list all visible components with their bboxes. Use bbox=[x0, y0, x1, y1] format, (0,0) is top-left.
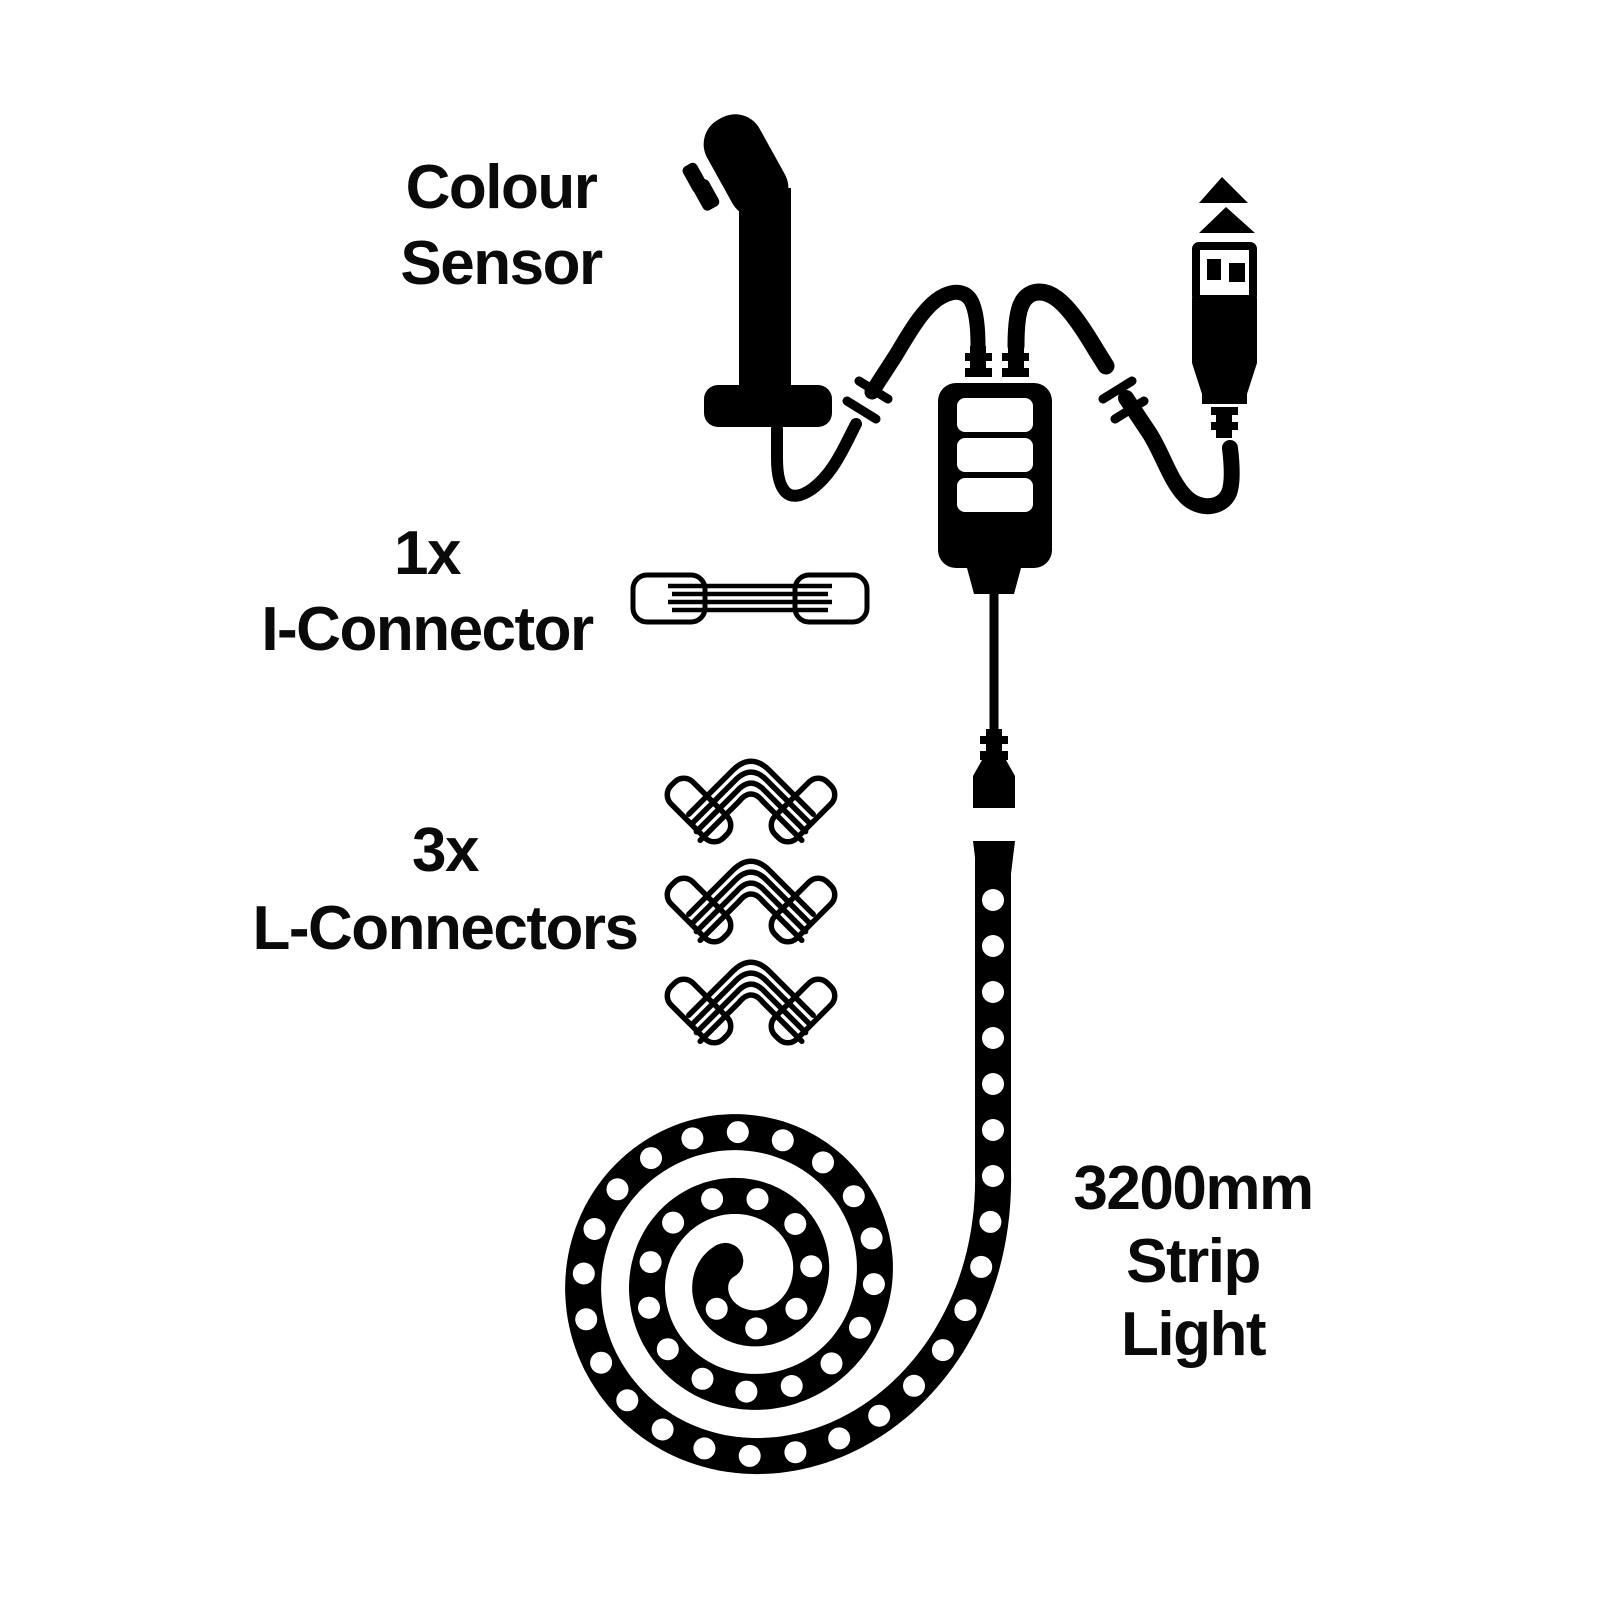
controller-buttons bbox=[957, 398, 1033, 512]
led-dot bbox=[812, 1151, 834, 1174]
led-dot bbox=[583, 1218, 606, 1240]
led-dot bbox=[745, 1317, 768, 1340]
sensor-cable bbox=[771, 284, 986, 502]
led-dot bbox=[784, 1213, 807, 1235]
led-dot bbox=[970, 1255, 993, 1278]
led-dot bbox=[590, 1351, 613, 1374]
strip-end-cap bbox=[973, 841, 1015, 882]
l-connectors-label: 3x L-Connectors bbox=[252, 816, 640, 963]
usb-arrow-icon bbox=[1199, 177, 1248, 203]
led-dot bbox=[982, 1119, 1004, 1141]
led-dot bbox=[982, 1027, 1004, 1049]
l-connector-icon bbox=[662, 962, 840, 1048]
colour-sensor-label: Colour Sensor bbox=[400, 153, 603, 298]
led-dot bbox=[842, 1185, 865, 1208]
led-dot bbox=[701, 1188, 724, 1211]
usb-cable bbox=[1007, 283, 1240, 515]
colour-sensor-icon bbox=[682, 114, 832, 427]
led-dot bbox=[705, 1297, 728, 1320]
led-dot bbox=[616, 1389, 639, 1412]
led-dot bbox=[982, 935, 1004, 957]
led-dot bbox=[735, 1380, 758, 1403]
led-dot bbox=[575, 1308, 598, 1331]
usb-body bbox=[1192, 298, 1257, 404]
l-connector-icon bbox=[662, 761, 840, 847]
strip-plug bbox=[973, 729, 1015, 808]
led-dot bbox=[681, 1127, 704, 1150]
led-dot bbox=[979, 1210, 1002, 1233]
controller-icon bbox=[938, 346, 1052, 731]
strip-light-label: 3200mm Strip Light bbox=[1073, 1154, 1314, 1369]
controller-strain-relief bbox=[965, 346, 1029, 377]
l-connector-icon bbox=[662, 861, 840, 947]
led-dot bbox=[785, 1297, 808, 1320]
led-dot bbox=[640, 1147, 662, 1170]
led-dot bbox=[860, 1227, 883, 1250]
led-dot bbox=[931, 1339, 954, 1362]
strip-light-spiral-icon bbox=[565, 729, 1015, 1475]
led-dot bbox=[982, 889, 1004, 911]
cable-break-icon bbox=[842, 376, 893, 424]
led-dot bbox=[651, 1418, 674, 1441]
led-dot bbox=[572, 1262, 595, 1285]
led-dot bbox=[726, 1121, 749, 1144]
led-dot bbox=[693, 1437, 716, 1460]
usb-strain-relief bbox=[1211, 407, 1238, 438]
led-dot bbox=[862, 1273, 885, 1296]
strip-led-dots bbox=[572, 889, 1004, 1467]
led-dot bbox=[903, 1374, 925, 1397]
led-dot bbox=[982, 1073, 1004, 1095]
led-dot bbox=[638, 1296, 660, 1319]
usb-arrow-icon bbox=[1199, 207, 1255, 233]
led-dot bbox=[784, 1441, 807, 1464]
i-connector-label: 1x I-Connector bbox=[261, 519, 594, 664]
cable-break-icon bbox=[1098, 376, 1149, 424]
led-dot bbox=[954, 1299, 977, 1322]
led-dot bbox=[780, 1375, 803, 1397]
led-dot bbox=[982, 981, 1004, 1003]
led-dot bbox=[771, 1129, 794, 1152]
led-dot bbox=[828, 1427, 851, 1450]
led-dot bbox=[606, 1178, 629, 1201]
led-dot bbox=[656, 1338, 679, 1361]
led-dot bbox=[746, 1188, 769, 1211]
led-dot bbox=[868, 1404, 891, 1427]
i-connector-icon bbox=[630, 572, 870, 625]
controller-output-tab bbox=[967, 568, 1021, 594]
led-dot bbox=[691, 1367, 714, 1390]
led-dot bbox=[800, 1255, 823, 1278]
led-dot bbox=[738, 1444, 761, 1467]
led-dot bbox=[820, 1352, 843, 1375]
led-dot bbox=[849, 1316, 871, 1339]
led-dot bbox=[639, 1251, 662, 1274]
usb-plug-icon bbox=[1192, 177, 1257, 438]
led-dot bbox=[982, 1165, 1004, 1187]
led-dot bbox=[662, 1211, 685, 1234]
